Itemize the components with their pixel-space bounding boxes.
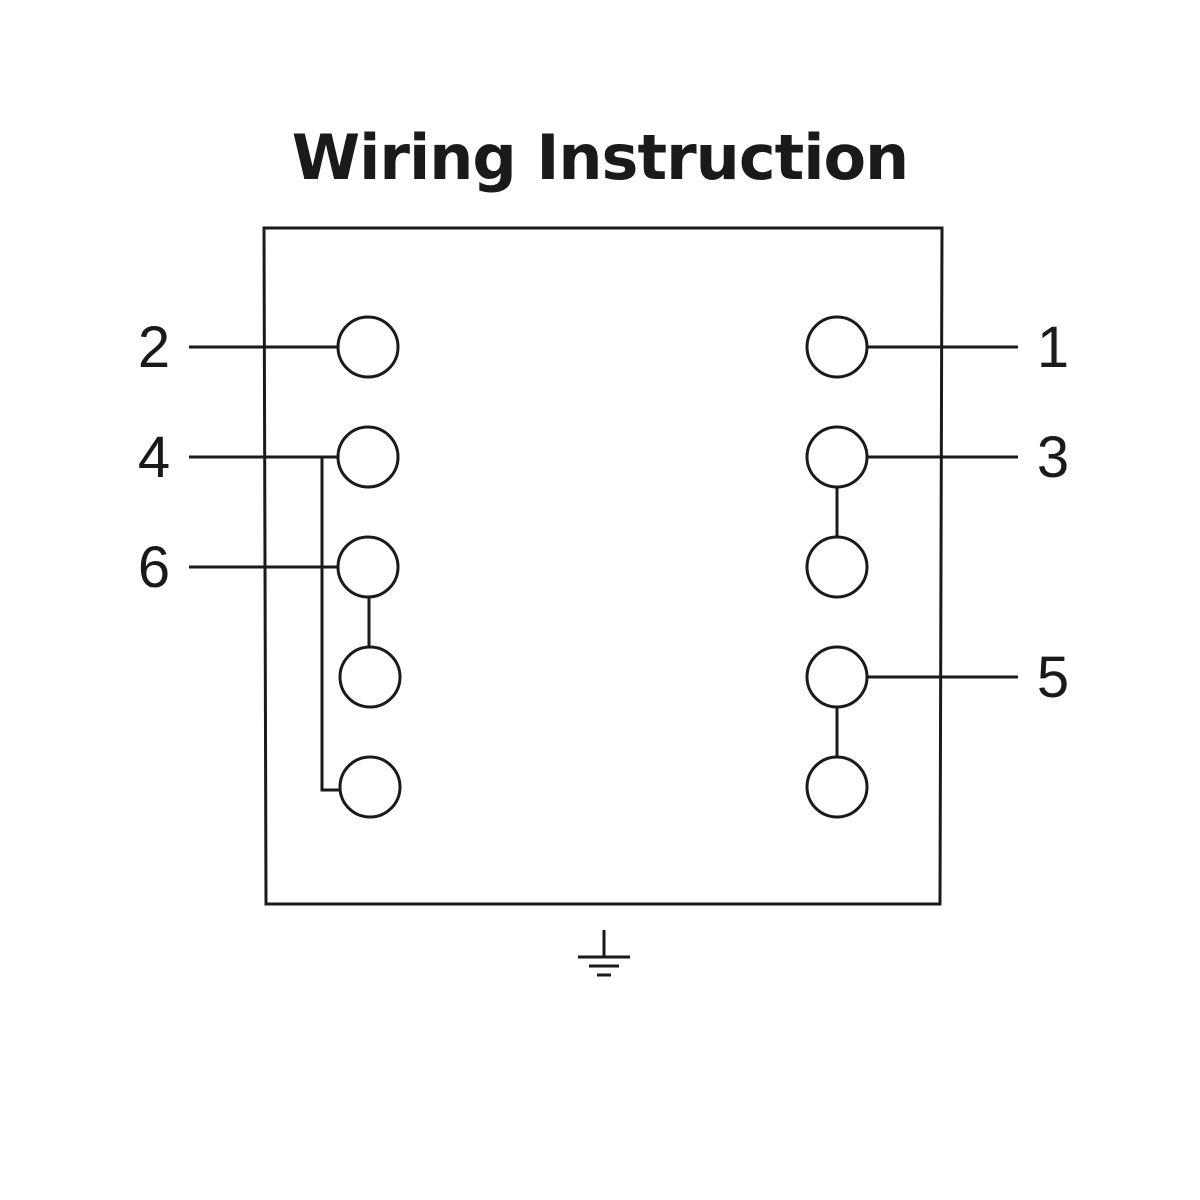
left-pin-1 [336, 315, 400, 379]
right-pin-4 [805, 645, 869, 709]
terminal-label-6: 6 [138, 535, 170, 600]
terminal-label-4: 4 [138, 425, 170, 490]
left-pin-2 [336, 425, 400, 489]
terminal-label-5: 5 [1037, 645, 1069, 710]
right-pin-1 [805, 315, 869, 379]
housing-outline [262, 226, 944, 906]
left-pin-3 [336, 535, 400, 599]
right-pin-3 [805, 535, 869, 599]
right-pin-5 [805, 755, 869, 819]
terminal-label-2: 2 [138, 315, 170, 380]
terminal-label-3: 3 [1037, 425, 1069, 490]
diagram-title: Wiring Instruction [291, 121, 909, 194]
right-pin-2 [805, 425, 869, 489]
left-pin-4 [338, 645, 402, 709]
left-pin-5 [338, 755, 402, 819]
terminal-label-1: 1 [1037, 315, 1069, 380]
ground-icon [578, 930, 630, 977]
jumper-4-to-bottom-pin [320, 457, 340, 792]
